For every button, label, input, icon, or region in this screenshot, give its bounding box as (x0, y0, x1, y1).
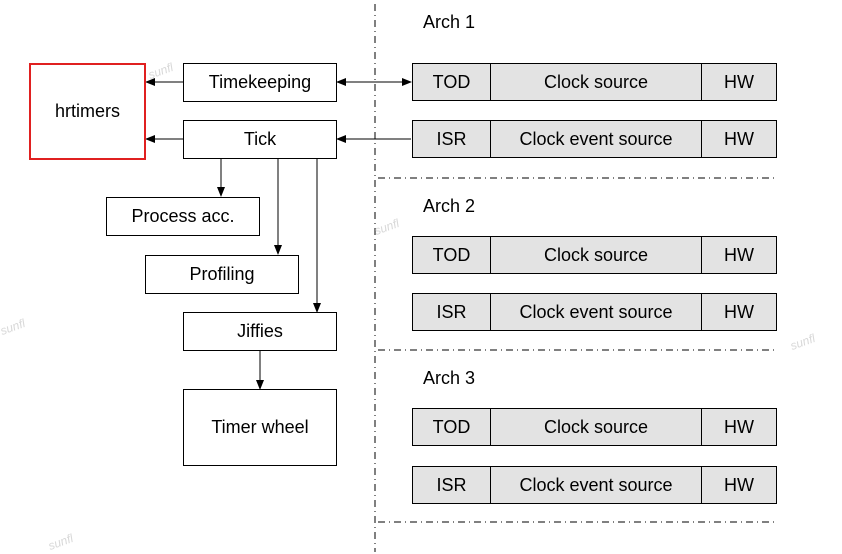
timer-wheel-label: Timer wheel (211, 417, 309, 437)
hw-cell: HW (701, 294, 776, 330)
isr-cell: ISR (436, 301, 467, 322)
hw-cell: HW (701, 237, 776, 273)
tick-box: Tick (183, 120, 337, 159)
clock-event-source-cell: Clock event source (490, 294, 701, 330)
hw-cell: HW (701, 467, 776, 503)
jiffies-label: Jiffies (237, 321, 283, 341)
clock-source-cell: Clock source (490, 409, 701, 445)
profiling-label: Profiling (189, 264, 255, 284)
clock-source-row: TOD Clock source HW (412, 63, 777, 101)
clock-event-row: ISR Clock event source HW (412, 120, 777, 158)
isr-cell: ISR (436, 128, 467, 149)
timekeeping-box: Timekeeping (183, 63, 337, 102)
clock-event-row: ISR Clock event source HW (412, 466, 777, 504)
hrtimers-label: hrtimers (54, 101, 120, 121)
timer-wheel-box: Timer wheel (183, 389, 337, 466)
process-acc-label: Process acc. (131, 206, 235, 226)
clock-event-row: ISR Clock event source HW (412, 293, 777, 331)
clock-source-cell: Clock source (490, 237, 701, 273)
hw-cell: HW (701, 121, 776, 157)
clock-source-cell: Clock source (490, 64, 701, 100)
process-acc-box: Process acc. (106, 197, 260, 236)
clock-source-row: TOD Clock source HW (412, 236, 777, 274)
timekeeping-label: Timekeeping (208, 72, 312, 92)
tod-cell: TOD (432, 244, 471, 265)
hw-cell: HW (701, 64, 776, 100)
arch-title: Arch 1 (423, 12, 476, 32)
isr-cell: ISR (436, 474, 467, 495)
tick-label: Tick (243, 129, 277, 149)
hrtimers-box: hrtimers (29, 63, 146, 160)
clock-source-row: TOD Clock source HW (412, 408, 777, 446)
jiffies-box: Jiffies (183, 312, 337, 351)
arch-title: Arch 2 (423, 196, 476, 216)
arch-title: Arch 3 (423, 368, 476, 388)
hw-cell: HW (701, 409, 776, 445)
clock-event-source-cell: Clock event source (490, 467, 701, 503)
clock-event-source-cell: Clock event source (490, 121, 701, 157)
profiling-box: Profiling (145, 255, 299, 294)
tod-cell: TOD (432, 416, 471, 437)
tod-cell: TOD (432, 71, 471, 92)
